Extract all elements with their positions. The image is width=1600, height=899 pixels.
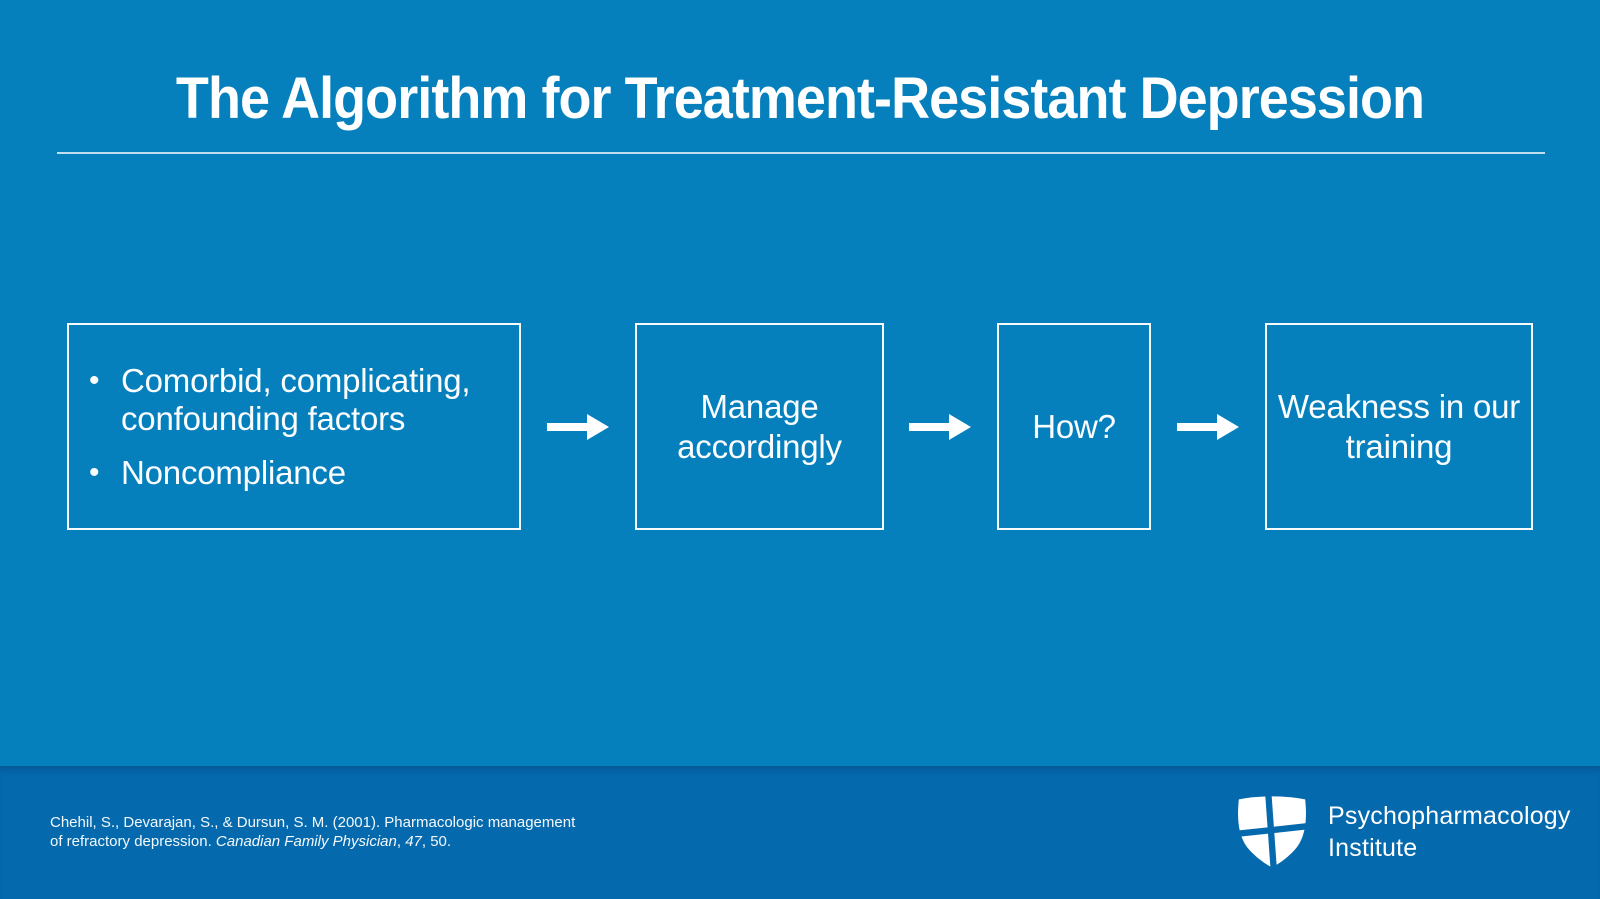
bullet-text: Noncompliance [121,453,346,491]
logo-text: Psychopharmacology Institute [1328,800,1571,864]
citation-text: of refractory depression. [50,833,216,850]
bullet-text: Comorbid, complicating, confounding fact… [121,361,471,437]
list-item: • Noncompliance [89,454,503,492]
citation-pages: , 50. [421,833,452,850]
citation-line: of refractory depression. Canadian Famil… [50,832,575,851]
flow-box-manage: Manage accordingly [635,323,884,530]
logo-name-line2: Institute [1328,834,1418,862]
citation-line: Chehil, S., Devarajan, S., & Dursun, S. … [50,813,575,832]
right-arrow-icon [909,413,971,441]
footer-band: Chehil, S., Devarajan, S., & Dursun, S. … [0,766,1600,899]
page-title: The Algorithm for Treatment-Resistant De… [175,66,1425,131]
bullet-list: • Comorbid, complicating, confounding fa… [69,362,519,492]
bullet-icon: • [89,363,100,397]
right-arrow-icon [547,413,609,441]
citation-volume: 47 [405,833,422,850]
citation: Chehil, S., Devarajan, S., & Dursun, S. … [50,813,575,851]
flow-box-weakness: Weakness in our training [1265,323,1533,530]
shield-cross-icon [1233,792,1311,871]
box-label: Manage accordingly [677,387,842,465]
flow-box-factors: • Comorbid, complicating, confounding fa… [67,323,521,530]
box-label: How? [1032,407,1116,445]
logo-name-line1: Psychopharmacology [1328,802,1571,830]
title-underline [57,152,1545,154]
list-item: • Comorbid, complicating, confounding fa… [89,362,503,438]
bullet-icon: • [89,455,100,489]
right-arrow-icon [1177,413,1239,441]
citation-text: Chehil, S., Devarajan, S., & Dursun, S. … [50,814,576,831]
citation-separator: , [396,833,406,850]
citation-journal: Canadian Family Physician [215,833,397,850]
box-label: Weakness in our training [1277,387,1521,465]
flow-box-how: How? [997,323,1151,530]
